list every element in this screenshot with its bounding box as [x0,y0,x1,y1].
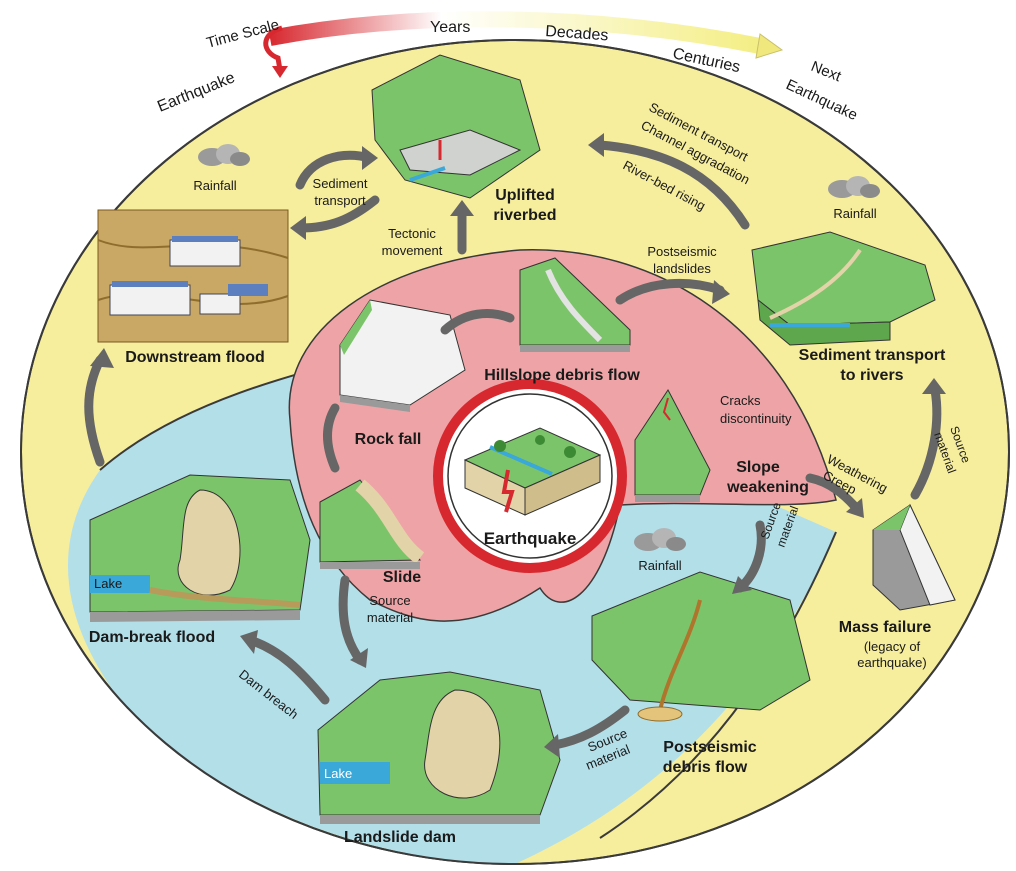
arrow-dam-to-flood [245,635,330,705]
earthquake-block [463,427,602,516]
dam-break-flood-scene [89,474,311,622]
uplifted-riverbed-scene [371,54,541,199]
label-rock-fall: Rock fall [355,431,422,448]
label-uplifted-2: riverbed [493,207,556,224]
arrow-slide-to-dam [338,575,365,665]
label-legacy-2: earthquake) [857,655,926,670]
time-tick-decades: Decades [545,23,609,44]
label-slide: Slide [383,569,421,586]
label-source-left-2: material [367,610,413,625]
rainfall-cloud-icon-right [828,176,880,198]
label-cracks-1: Cracks [720,393,761,408]
label-hillslope-debris-flow: Hillslope debris flow [484,367,640,384]
slide-scene [319,479,425,569]
arrow-uplift-to-flood [295,195,380,233]
time-scale-title: Time Scale [205,16,281,52]
label-postseismic-landslides-1: Postseismic [647,244,717,259]
rainfall-cloud-icon-center [634,528,686,551]
label-rainfall-left: Rainfall [193,178,236,193]
label-legacy-1: (legacy of [864,639,921,654]
outer-border [20,39,1010,865]
arrow-sediment-to-uplift [295,150,375,190]
label-sediment-to-rivers-1: Sediment transport [799,347,946,364]
rainfall-cloud-icon-left [198,144,250,166]
time-scale-red-arrowhead [272,66,288,78]
label-uplifted-1: Uplifted [495,187,555,204]
arrow-slide-to-rockfall [323,403,340,473]
time-tick-earthquake: Earthquake [155,69,237,115]
label-rainfall-center: Rainfall [638,558,681,573]
label-rainfall-right: Rainfall [833,206,876,221]
time-scale-bar [268,11,762,54]
label-lake-bottom: Lake [324,766,352,781]
arrow-postseismic-landslides [615,279,725,305]
label-mass-failure: Mass failure [839,619,932,636]
arrow-mass-to-rivers [910,385,942,500]
hillslope-debris-scene [519,257,631,352]
arrow-postseismic-to-dam [550,705,630,750]
label-landslide-dam: Landslide dam [344,829,456,846]
slope-weakening-scene [634,389,711,502]
label-postseismic-2: debris flow [663,759,748,776]
label-cracks-2: discontinuity [720,411,792,426]
label-lake-left: Lake [94,576,122,591]
landslide-dam-scene [317,671,561,824]
arrow-channel-aggradation [595,140,750,230]
label-slope-weakening-2: weakening [726,479,809,496]
arrow-flood-to-downstream [84,355,105,467]
label-sediment-transport-2: transport [314,193,366,208]
label-tectonic-2: movement [382,243,443,258]
label-source-left-1: Source [369,593,410,608]
label-earthquake: Earthquake [484,529,577,548]
postseismic-debris-scene [591,571,811,722]
label-slope-weakening-1: Slope [736,459,780,476]
label-postseismic-1: Postseismic [663,739,756,756]
time-tick-next-1: Next [809,58,845,86]
time-scale-red-hook [263,25,283,71]
rock-fall-scene [339,299,466,412]
downstream-flood-scene [97,209,289,343]
time-tick-years: Years [430,19,470,36]
label-tectonic-1: Tectonic [388,226,436,241]
label-sediment-transport-1: Sediment [313,176,368,191]
label-dam-break-flood: Dam-break flood [89,629,215,646]
label-postseismic-landslides-2: landslides [653,261,711,276]
label-downstream-flood: Downstream flood [125,349,265,366]
arrow-rockfall-to-hillslope [440,309,515,335]
time-scale-arrowhead [755,33,784,59]
arrows [84,133,946,758]
label-sediment-to-rivers-2: to rivers [840,367,903,384]
mass-failure-scene [872,503,956,611]
sediment-transport-scene [751,231,936,346]
